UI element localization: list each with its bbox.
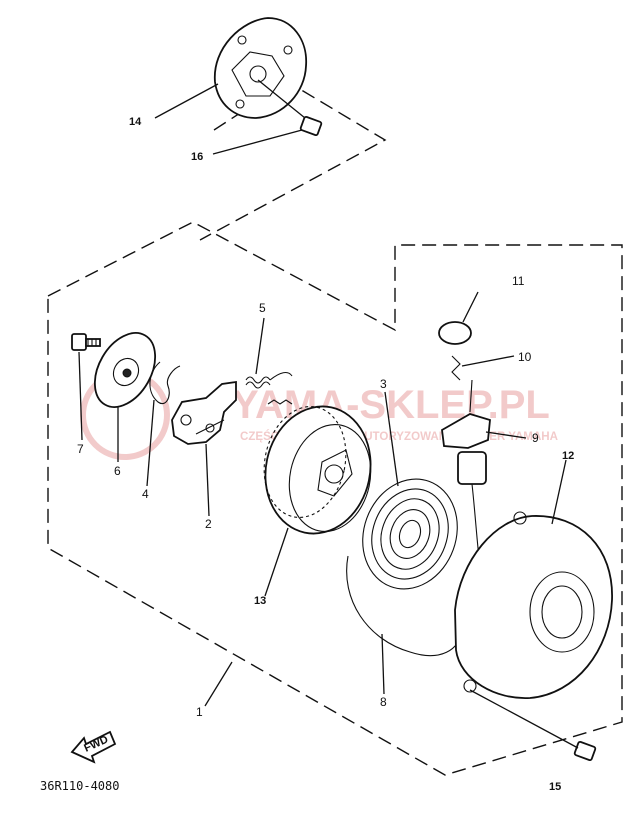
callout-9: 9 xyxy=(532,431,539,445)
part-11-handle-cap xyxy=(438,321,472,345)
callout-12: 12 xyxy=(562,450,574,462)
callout-7: 7 xyxy=(77,442,84,456)
callout-1: 1 xyxy=(196,705,203,719)
part-6-drive-plate xyxy=(93,332,157,408)
callout-16: 16 xyxy=(191,151,203,163)
part-3-spiral-spring xyxy=(362,478,458,590)
part-10-rope-clip xyxy=(451,355,461,381)
part-16-bolt xyxy=(257,79,323,136)
part-7-bolt xyxy=(71,333,101,351)
part-2-pawl xyxy=(171,380,237,445)
diagram-code: 36R110-4080 xyxy=(40,779,119,793)
callout-2: 2 xyxy=(205,517,212,531)
watermark-brand: YAMA-SKLEP.PL xyxy=(232,383,550,427)
part-13-recoil-drum xyxy=(263,405,372,535)
callout-8: 8 xyxy=(380,695,387,709)
part-12-starter-case xyxy=(454,511,613,699)
callout-3: 3 xyxy=(380,377,387,391)
leader-lines xyxy=(78,83,567,707)
assembly-boundary xyxy=(47,221,623,776)
part-4-spring-clip xyxy=(149,361,181,404)
callout-11: 11 xyxy=(512,274,525,288)
part-8-starter-rope xyxy=(346,555,463,657)
callout-5: 5 xyxy=(259,301,266,315)
part-14-pulley-plate xyxy=(214,17,307,119)
callout-6: 6 xyxy=(114,464,121,478)
callout-10: 10 xyxy=(518,350,532,364)
callout-4: 4 xyxy=(142,487,149,501)
part-5-pawl-spring xyxy=(245,371,293,405)
callout-15: 15 xyxy=(549,781,561,793)
fwd-arrow: FWD xyxy=(70,730,117,764)
callout-13: 13 xyxy=(254,595,266,607)
callout-14: 14 xyxy=(129,116,142,128)
part-15-bolt xyxy=(469,689,597,761)
